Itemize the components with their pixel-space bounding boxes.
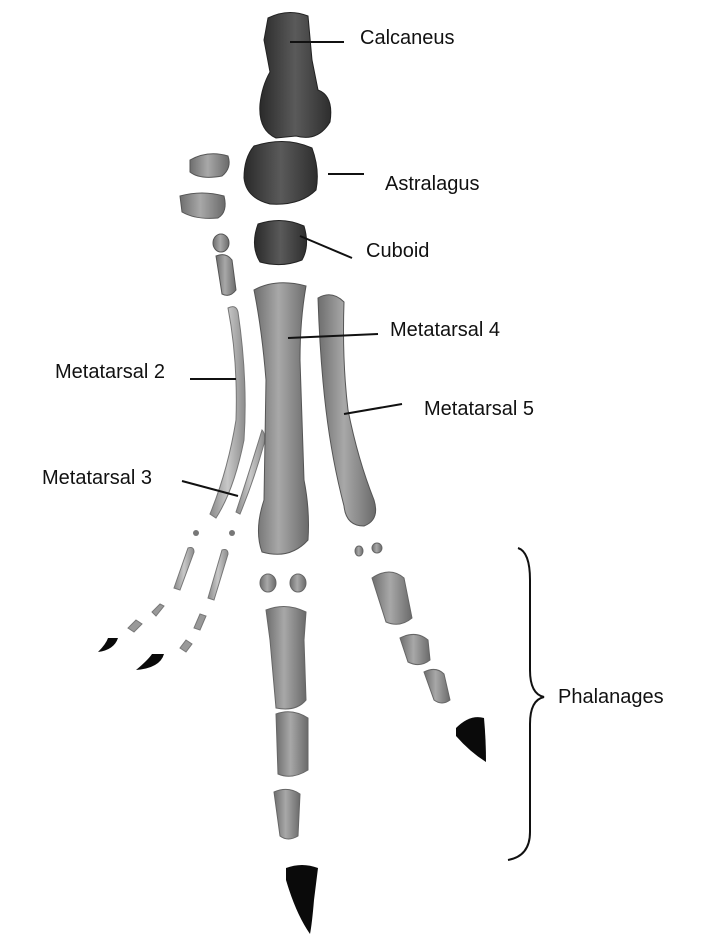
metatarsal-2-label: Metatarsal 2 <box>55 361 165 383</box>
digit-2-phalanges <box>98 530 199 652</box>
astralagus-label: Astralagus <box>385 173 480 195</box>
metatarsal-5-leader <box>343 403 403 415</box>
digit-5-phalanges <box>354 542 486 762</box>
phalanages-label: Phalanages <box>558 686 664 708</box>
digit-2-claw <box>98 638 118 652</box>
calcaneus-label: Calcaneus <box>360 27 455 49</box>
metatarsal-5-label: Metatarsal 5 <box>424 398 534 420</box>
phalanages-brace <box>507 547 545 861</box>
astralagus-bone <box>243 141 318 205</box>
digit-3-phalanges <box>136 530 235 670</box>
metatarsal-3-leader <box>181 480 239 497</box>
digit-4-phalanges <box>259 573 318 934</box>
medial-tarsal-bones <box>179 153 237 296</box>
digit-5-claw <box>456 717 486 762</box>
metatarsal-3-label: Metatarsal 3 <box>42 467 152 489</box>
calcaneus-bone <box>259 12 332 139</box>
metatarsal-4-bone <box>253 282 309 555</box>
cuboid-leader <box>299 235 353 259</box>
metatarsal-2-bone <box>209 306 246 519</box>
digit-3-claw <box>136 654 164 670</box>
metatarsal-4-leader <box>287 333 379 339</box>
metatarsal-5-bone <box>317 294 377 527</box>
cuboid-label: Cuboid <box>366 240 429 262</box>
digit-4-claw <box>286 865 318 934</box>
metatarsal-4-label: Metatarsal 4 <box>390 319 500 341</box>
cuboid-bone <box>254 220 308 266</box>
